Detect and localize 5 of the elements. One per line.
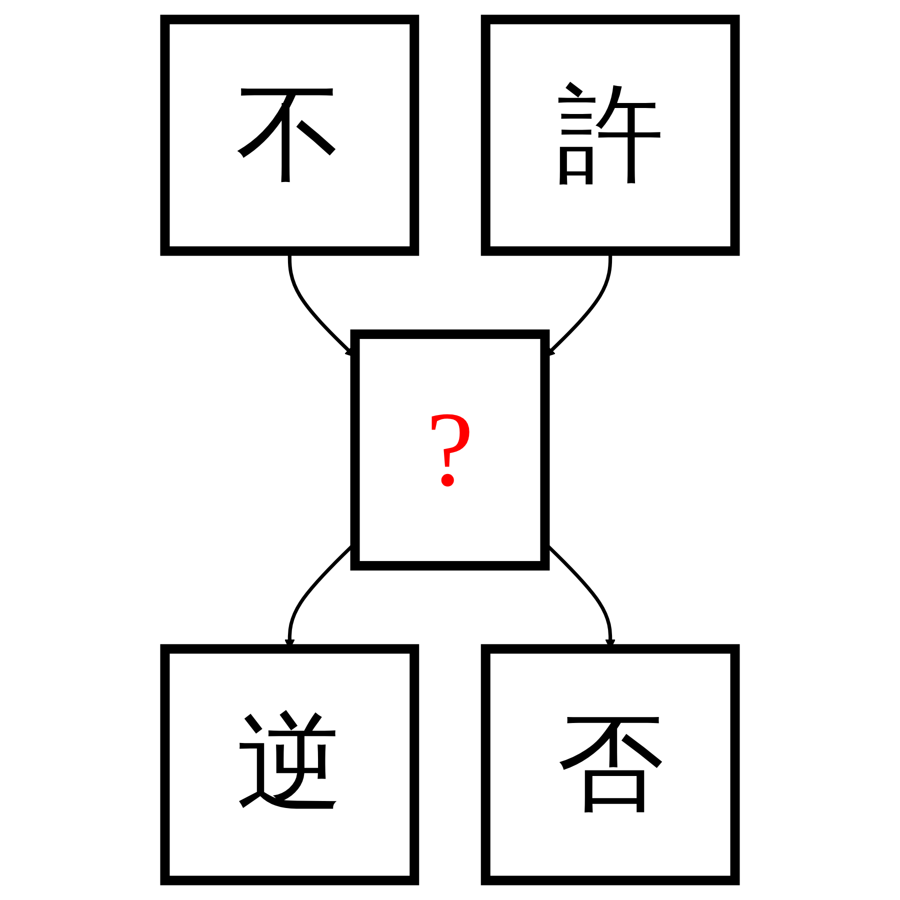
- node-box: 逆: [160, 644, 420, 886]
- node-box: 不: [160, 14, 420, 256]
- node-box: ?: [350, 329, 550, 571]
- node-box: 許: [480, 14, 740, 256]
- node-box: 否: [480, 644, 740, 886]
